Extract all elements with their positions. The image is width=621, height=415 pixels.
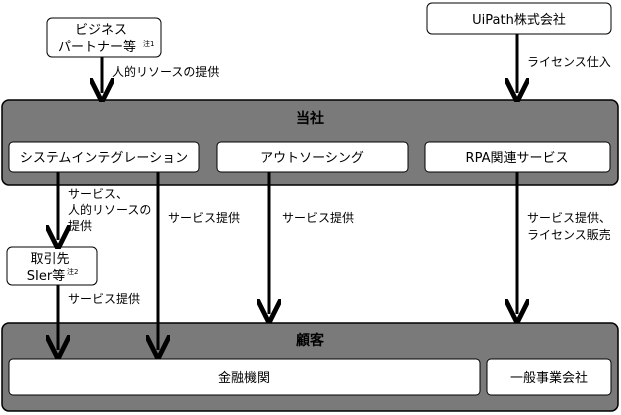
company-title: 当社 bbox=[296, 110, 324, 127]
partner-box bbox=[46, 17, 162, 58]
customer-title: 顧客 bbox=[296, 332, 325, 349]
label-outsourcing-to-customer: サービス提供 bbox=[282, 210, 354, 225]
client-note: 注2 bbox=[67, 267, 78, 276]
segment-label-system-integration: システムインテグレーション bbox=[20, 151, 188, 166]
label-si-to-client-line2: 人的リソースの bbox=[68, 202, 151, 217]
label-rpa-to-customer-line1: サービス提供、 bbox=[527, 210, 611, 225]
partner-label-line1: ビジネス bbox=[75, 23, 127, 38]
segment-label-outsourcing: アウトソーシング bbox=[260, 151, 364, 166]
segment-box-outsourcing bbox=[216, 141, 409, 173]
segment-box-system-integration bbox=[8, 141, 200, 173]
uipath-box bbox=[426, 2, 612, 35]
customer-label-general: 一般事業会社 bbox=[510, 370, 588, 386]
label-si-to-customer: サービス提供 bbox=[168, 210, 240, 225]
partner-note: 注1 bbox=[143, 39, 154, 48]
label-rpa-to-customer-line2: ライセンス販売 bbox=[527, 227, 611, 242]
customer-box-financial bbox=[8, 358, 481, 396]
partner-label-line2: パートナー等 bbox=[58, 39, 136, 55]
uipath-label: UiPath株式会社 bbox=[472, 12, 566, 28]
label-si-to-client-line1: サービス、 bbox=[68, 187, 128, 201]
segment-label-rpa: RPA関連サービス bbox=[466, 151, 569, 166]
client-label-line2: SIer等 bbox=[27, 268, 65, 284]
label-si-to-client-line3: 提供 bbox=[68, 218, 92, 233]
label-partner-to-company: 人的リソースの提供 bbox=[112, 64, 219, 79]
label-client-to-customer: サービス提供 bbox=[68, 291, 140, 306]
client-label-line1: 取引先 bbox=[30, 252, 69, 267]
customer-box-general bbox=[486, 358, 612, 396]
label-uipath-to-company: ライセンス仕入 bbox=[527, 55, 611, 69]
customer-label-financial: 金融機関 bbox=[218, 370, 270, 386]
